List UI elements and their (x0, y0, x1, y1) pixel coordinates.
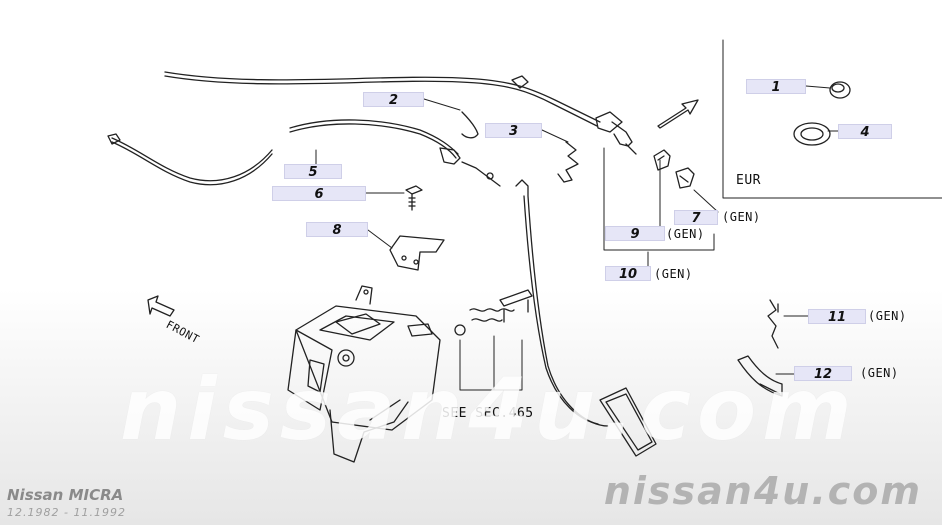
site-brand: nissan4u.com (603, 469, 922, 513)
clip-item-2 (461, 111, 479, 139)
clip-item-11 (767, 299, 779, 349)
callout-11: 11 (808, 309, 866, 325)
direction-arrow (657, 99, 699, 129)
callout-10-suffix: (GEN) (654, 267, 693, 281)
cable-item-5 (107, 119, 501, 187)
callout-6: 6 (272, 186, 366, 202)
band-item-12 (737, 355, 783, 397)
model-years: 12.1982 - 11.1992 (7, 506, 126, 519)
callout-10: 10 (605, 266, 651, 282)
see-section-note: SEE SEC.465 (442, 406, 534, 421)
return-spring (454, 308, 523, 391)
group-bracket (603, 147, 715, 251)
callout-2: 2 (363, 92, 424, 108)
grommet-item-4 (793, 122, 831, 146)
callout-11-suffix: (GEN) (868, 309, 907, 323)
leader-lines (315, 85, 847, 375)
front-arrow-icon (147, 295, 175, 317)
watermark: nissan4u.com (120, 360, 858, 460)
callout-4: 4 (838, 124, 892, 140)
callout-5: 5 (284, 164, 342, 180)
callout-3: 3 (485, 123, 542, 139)
bolt-item-6 (405, 185, 423, 211)
cap-item-1 (829, 81, 851, 99)
callout-1: 1 (746, 79, 806, 95)
callout-7: 7 (674, 210, 718, 226)
stopper-item-7 (675, 167, 695, 189)
callout-9: 9 (605, 226, 665, 242)
accelerator-cable-outer (164, 71, 637, 155)
spring-clip-item-3 (557, 141, 579, 183)
grommet-item-9 (653, 149, 671, 171)
accelerator-pedal (499, 179, 657, 457)
callout-9-suffix: (GEN) (666, 227, 705, 241)
eur-inset-frame (722, 39, 942, 199)
region-label: EUR (736, 173, 761, 188)
callout-8: 8 (306, 222, 368, 238)
callout-7-suffix: (GEN) (722, 210, 761, 224)
bracket-item-8 (389, 235, 445, 271)
callout-12: 12 (794, 366, 852, 382)
pedal-bracket-assembly (287, 285, 441, 463)
callout-12-suffix: (GEN) (860, 366, 899, 380)
model-title: Nissan MICRA (7, 486, 124, 504)
